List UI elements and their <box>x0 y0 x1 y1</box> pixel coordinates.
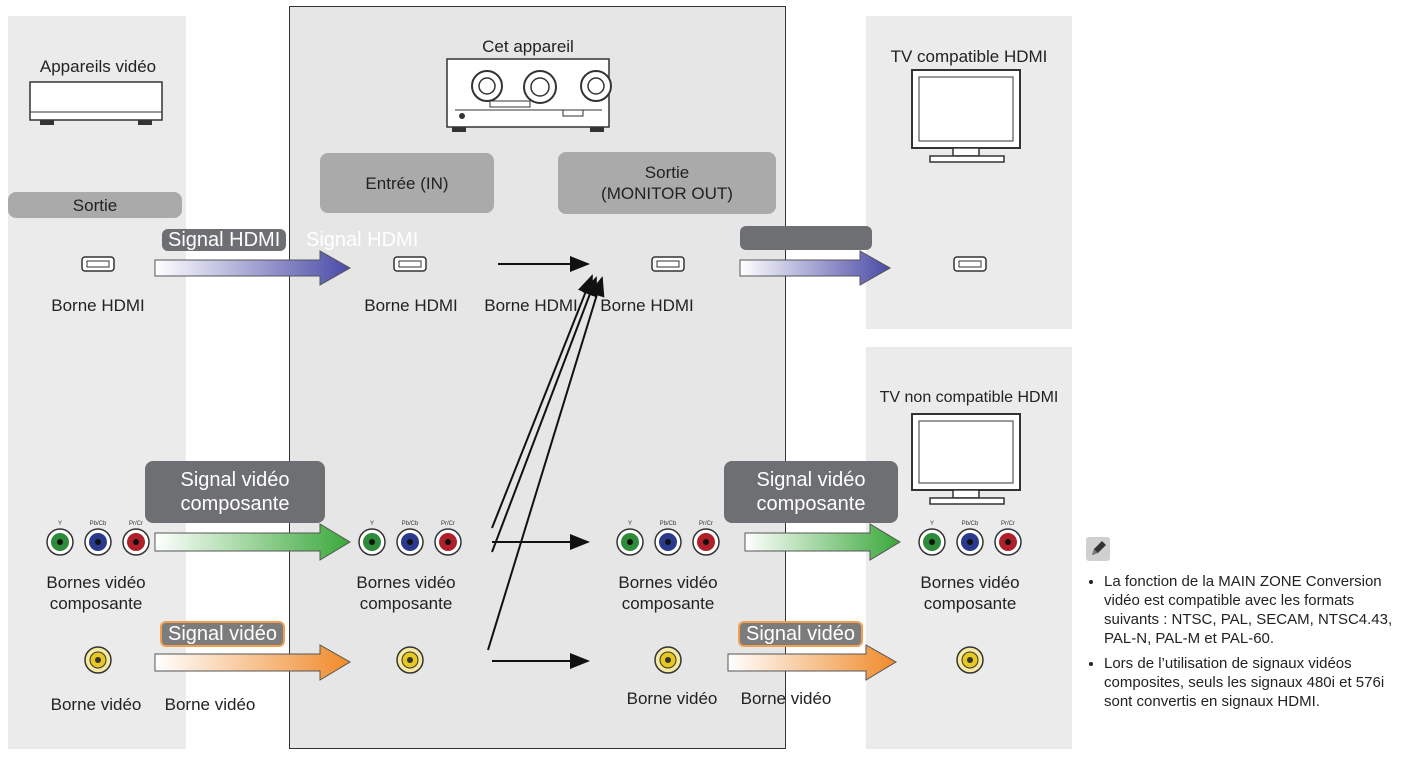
tv-non-hdmi-icon <box>911 413 1021 505</box>
composite-jack-icon <box>654 646 682 674</box>
note-item: Lors de l’utilisation de signaux vidéos … <box>1104 654 1400 711</box>
tv-non-hdmi-title: TV non compatible HDMI <box>879 389 1059 406</box>
unit-hdmi-in-dup-label: Borne HDMI <box>484 296 578 315</box>
video-signal-left-label: Signal vidéo <box>160 621 285 647</box>
hdmi-port-icon <box>651 256 685 272</box>
tv-hdmi-panel <box>866 16 1072 329</box>
note-item: La fonction de la MAIN ZONE Conversion v… <box>1104 572 1400 648</box>
hdmi-port-icon <box>81 256 115 272</box>
source-output-label: Sortie <box>72 195 118 215</box>
receiver-device-icon <box>446 58 612 132</box>
internal-routing-arrows <box>487 256 605 669</box>
component-jack-icon: Pr/Cr <box>434 521 462 556</box>
component-jack-icon: Y <box>46 521 74 556</box>
jack-label: Pb/Cb <box>962 521 979 527</box>
tv-hdmi-title: TV compatible HDMI <box>890 47 1048 66</box>
unit-video-out-dup-label: Borne vidéo <box>740 689 832 708</box>
video-signal-arrow <box>727 644 897 681</box>
component-jack-icon: Pr/Cr <box>994 521 1022 556</box>
hdmi-signal-label: Signal HDMI <box>162 229 287 251</box>
unit-output-box: Sortie (MONITOR OUT) <box>558 152 776 214</box>
source-panel <box>8 16 186 749</box>
composite-jack-icon <box>396 646 424 674</box>
unit-output-label: Sortie (MONITOR OUT) <box>601 163 733 203</box>
jack-label: Pr/Cr <box>1001 521 1015 527</box>
unit-title: Cet appareil <box>482 37 574 56</box>
unit-panel <box>289 6 786 749</box>
component-jack-icon: Pr/Cr <box>122 521 150 556</box>
source-title: Appareils vidéo <box>39 57 157 76</box>
composite-jack-icon <box>956 646 984 674</box>
pencil-icon <box>1086 537 1110 561</box>
hdmi-port-icon <box>953 256 987 272</box>
component-jack-icon: Pb/Cb <box>84 521 112 556</box>
unit-component-out-label: Bornes vidéo composante <box>618 573 718 613</box>
source-video-label: Borne vidéo <box>50 695 142 714</box>
jack-label: Pb/Cb <box>90 521 107 527</box>
source-hdmi-label: Borne HDMI <box>51 296 145 315</box>
player-device-icon <box>29 81 163 125</box>
hdmi-port-icon <box>393 256 427 272</box>
unit-input-box: Entrée (IN) <box>320 153 494 213</box>
jack-label: Y <box>58 521 62 527</box>
pencil-icon-glyph <box>1092 541 1106 555</box>
composite-jack-icon <box>84 646 112 674</box>
component-jack-icon: Pb/Cb <box>956 521 984 556</box>
component-signal-right-label: Signal vidéo composante <box>756 469 866 515</box>
component-jack-group: Y Pb/Cb Pr/Cr <box>358 521 462 556</box>
unit-hdmi-in-label: Borne HDMI <box>364 296 458 315</box>
unit-video-out-label: Borne vidéo <box>626 689 718 708</box>
component-jack-icon: Pb/Cb <box>654 521 682 556</box>
unit-input-label: Entrée (IN) <box>365 173 449 193</box>
jack-label: Pb/Cb <box>402 521 419 527</box>
component-jack-group: Y Pb/Cb Pr/Cr <box>46 521 150 556</box>
component-jack-icon: Y <box>918 521 946 556</box>
component-signal-left-label: Signal vidéo composante <box>180 469 290 515</box>
tv-hdmi-icon <box>911 69 1021 163</box>
component-jack-icon: Y <box>358 521 386 556</box>
hdmi-signal-blank-box <box>740 226 872 250</box>
component-signal-arrow <box>744 523 901 561</box>
component-jack-group: Y Pb/Cb Pr/Cr <box>918 521 1022 556</box>
note-section: La fonction de la MAIN ZONE Conversion v… <box>1090 572 1400 717</box>
tv-component-label: Bornes vidéo composante <box>920 573 1020 613</box>
source-output-box: Sortie <box>8 192 182 218</box>
hdmi-signal-arrow <box>154 250 352 286</box>
hdmi-signal-ghost-label: Signal HDMI <box>306 229 419 251</box>
jack-label: Pr/Cr <box>441 521 455 527</box>
jack-label: Y <box>930 521 934 527</box>
component-jack-icon: Y <box>616 521 644 556</box>
jack-label: Pr/Cr <box>129 521 143 527</box>
component-jack-icon: Pb/Cb <box>396 521 424 556</box>
video-signal-arrow <box>154 644 351 681</box>
jack-label: Y <box>628 521 632 527</box>
component-jack-group: Y Pb/Cb Pr/Cr <box>616 521 720 556</box>
component-jack-icon: Pr/Cr <box>692 521 720 556</box>
component-signal-arrow <box>154 523 351 561</box>
source-component-label: Bornes vidéo composante <box>46 573 146 613</box>
hdmi-signal-arrow <box>739 250 892 286</box>
video-signal-right-label: Signal vidéo <box>738 621 863 647</box>
component-signal-box-right: Signal vidéo composante <box>724 461 898 523</box>
unit-component-in-label: Bornes vidéo composante <box>356 573 456 613</box>
unit-hdmi-out-label: Borne HDMI <box>600 296 694 315</box>
unit-video-in-label: Borne vidéo <box>164 695 256 714</box>
jack-label: Y <box>370 521 374 527</box>
component-signal-box-left: Signal vidéo composante <box>145 461 325 523</box>
jack-label: Pr/Cr <box>699 521 713 527</box>
jack-label: Pb/Cb <box>660 521 677 527</box>
